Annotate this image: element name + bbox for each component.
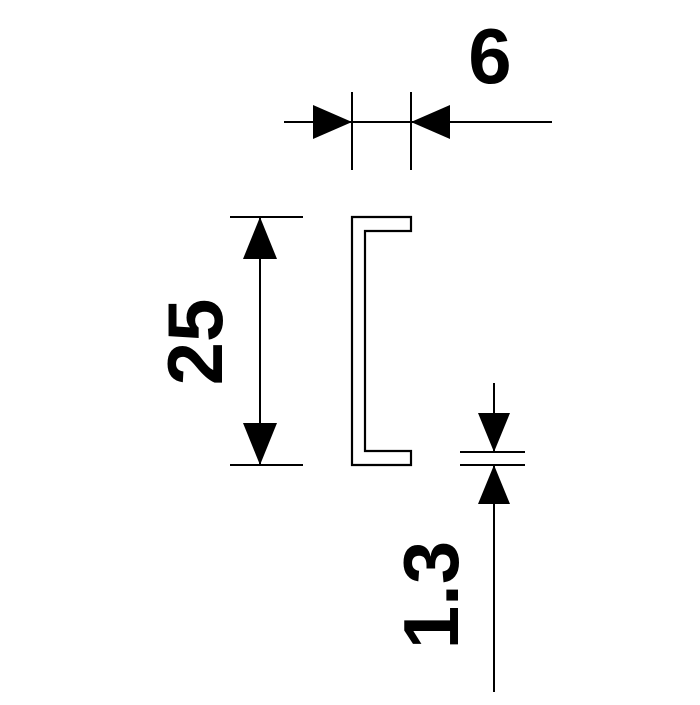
width-arrow-left (313, 105, 352, 139)
width-label: 6 (468, 12, 511, 100)
height-arrow-top (243, 217, 277, 259)
height-dimension: 25 (151, 216, 303, 466)
height-label: 25 (151, 299, 239, 386)
width-dimension: 6 (284, 12, 552, 170)
thickness-dimension: 1.3 (387, 383, 525, 692)
thickness-arrow-top (478, 413, 510, 452)
thickness-arrow-bottom (478, 465, 510, 504)
width-arrow-right (411, 105, 450, 139)
height-arrow-bottom (243, 423, 277, 465)
thickness-label: 1.3 (387, 541, 475, 649)
channel-profile (350, 215, 413, 467)
